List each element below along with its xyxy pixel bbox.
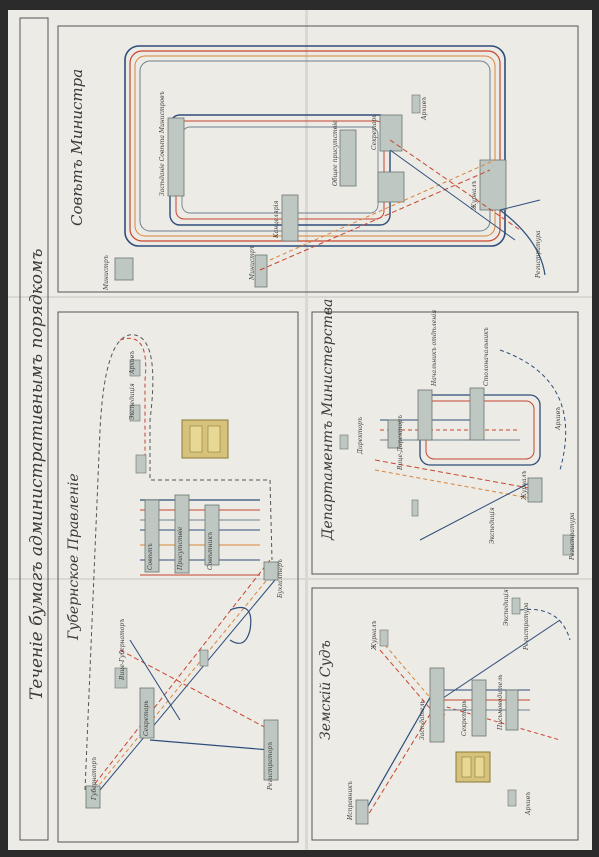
label-vice-director: Вице-Директоръ xyxy=(397,415,404,471)
label-council: Совѣтъ xyxy=(147,543,154,570)
label-secretary-prov: Секретарь xyxy=(143,701,150,737)
label-governor: Губернаторъ xyxy=(91,757,98,801)
label-council-ministers: Засѣданіе Совѣта Министровъ xyxy=(159,91,166,196)
label-archive-dept: Архивъ xyxy=(555,407,562,431)
label-accountant: Бухгалтеръ xyxy=(277,559,284,599)
label-journal-dept: Журналъ xyxy=(521,471,528,501)
label-records: Регистратура xyxy=(535,230,542,279)
panel-provincial-title: Губернское Правленіе xyxy=(66,473,82,641)
label-assessor: Засѣдатель xyxy=(419,700,426,740)
label-registry-dept: Регистратура xyxy=(569,512,576,561)
label-registrar: Регистраторъ xyxy=(267,742,274,791)
label-minister: Министръ xyxy=(249,245,256,281)
panel-zemstvo: Земскій Судъ Исправникъ Засѣдатель Секре… xyxy=(311,587,579,841)
label-dept-general: Общее присутствіе xyxy=(332,120,339,186)
label-clerk: Столоначальникъ xyxy=(483,327,490,386)
label-director: Директоръ xyxy=(357,417,364,455)
label-registry-zem: Регистратура xyxy=(523,602,530,651)
label-head: Начальникъ отдѣленія xyxy=(431,310,438,387)
label-ministry: Министръ xyxy=(103,255,110,291)
label-archive-prov: Архивъ xyxy=(129,351,136,375)
panel-zemstvo-title: Земскій Судъ xyxy=(318,640,334,740)
panel-provincial: Губернское Правленіе xyxy=(57,311,299,843)
label-vice-governor: Вице-Губернаторъ xyxy=(119,619,126,681)
panel-council-title: Совѣтъ Министра xyxy=(68,69,86,226)
label-ispravnik: Исправникъ xyxy=(347,781,354,821)
label-expedition-zem: Экспедиція xyxy=(503,589,510,626)
page-title: Теченіе бумагъ административнымъ порядко… xyxy=(27,249,47,700)
label-archive-zem: Архивъ xyxy=(525,792,532,816)
label-secretary-zem: Секретарь xyxy=(461,701,468,737)
label-archive: Архивъ xyxy=(421,97,428,121)
label-advisor: Совѣтникъ xyxy=(207,532,214,570)
label-chancellery: Канцелярія xyxy=(273,201,280,239)
label-journal-zem: Журналъ xyxy=(371,621,378,651)
panel-department-title: Департаментъ Министерства xyxy=(320,299,336,541)
label-secretary: Секретарь xyxy=(371,115,378,151)
label-presence: Присутствіе xyxy=(177,526,184,571)
panel-department: Департаментъ Министерства Директоръ Вице… xyxy=(311,299,579,575)
label-expedition-dept: Экспедиція xyxy=(489,507,496,544)
label-expedition: Экспедиція xyxy=(129,383,136,420)
title-strip: Теченіе бумагъ административнымъ порядко… xyxy=(19,17,49,841)
panel-council: Совѣтъ Министра Министръ Засѣданіе Совѣт… xyxy=(57,25,579,293)
label-journal: Журналъ xyxy=(471,181,478,211)
label-clerk-zem: Письмоводитель xyxy=(497,675,504,731)
